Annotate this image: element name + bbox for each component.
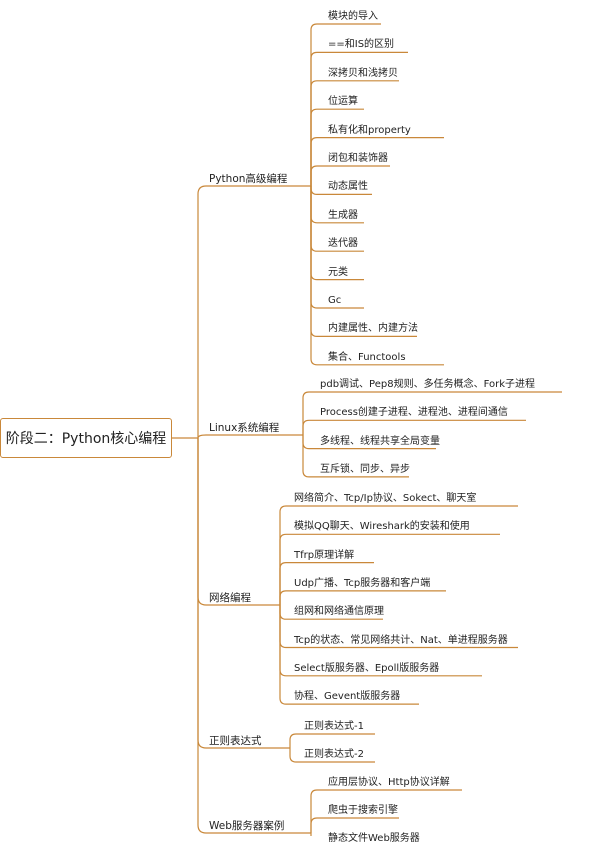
- leaf-label-2-7: 协程、Gevent版服务器: [294, 691, 401, 703]
- leaf-label-2-1: 模拟QQ聊天、Wireshark的安装和使用: [294, 521, 470, 533]
- leaf-label-3-0: 正则表达式-1: [304, 721, 364, 732]
- leaf-connector-4-0: [310, 789, 462, 833]
- leaf-connector-0-11: [310, 186, 417, 337]
- branch-label-0: Python高级编程: [209, 173, 288, 185]
- leaf-connector-0-4: [310, 137, 444, 186]
- leaf-connector-0-1: [310, 51, 408, 186]
- leaf-label-3-1: 正则表达式-2: [304, 749, 364, 760]
- root-node: 阶段二：Python核心编程: [0, 418, 172, 458]
- branch-connector-1: [197, 434, 281, 439]
- leaf-connector-2-0: [279, 505, 518, 605]
- leaf-connector-0-0: [310, 23, 381, 186]
- leaf-label-2-5: Tcp的状态、常见网络共计、Nat、单进程服务器: [294, 634, 508, 646]
- branch-connector-2: [197, 438, 255, 606]
- leaf-label-0-6: 动态属性: [328, 181, 368, 193]
- leaf-connector-4-1: [310, 817, 399, 833]
- leaf-label-0-8: 迭代器: [328, 238, 358, 250]
- leaf-connector-0-5: [310, 165, 390, 186]
- leaf-label-4-2: 静态文件Web服务器: [328, 833, 420, 844]
- leaf-label-0-10: Gc: [328, 295, 342, 306]
- leaf-connector-3-0: [289, 733, 375, 748]
- leaf-label-0-2: 深拷贝和浅拷贝: [328, 67, 398, 79]
- root-label: 阶段二：Python核心编程: [5, 431, 167, 447]
- leaf-connector-2-3: [279, 590, 446, 605]
- leaf-label-4-1: 爬虫于搜索引擎: [328, 805, 398, 816]
- leaf-label-0-0: 模块的导入: [328, 11, 378, 22]
- leaf-connector-1-0: [302, 391, 562, 435]
- branch-connector-4: [197, 438, 289, 834]
- leaf-label-0-5: 闭包和装饰器: [328, 153, 388, 164]
- leaf-connector-1-3: [302, 435, 409, 478]
- leaf-label-2-2: Tfrp原理详解: [294, 549, 355, 561]
- leaf-label-0-3: 位运算: [328, 96, 358, 108]
- leaf-label-1-0: pdb调试、Pep8规则、多任务概念、Fork子进程: [320, 379, 535, 390]
- leaf-label-1-1: Process创建子进程、进程池、进程间通信: [320, 407, 508, 419]
- leaf-label-0-7: 生成器: [328, 209, 358, 221]
- leaf-connector-2-7: [279, 605, 419, 705]
- leaf-connector-0-3: [310, 108, 364, 186]
- leaf-label-2-3: Udp广播、Tcp服务器和客户端: [294, 577, 431, 589]
- leaf-label-2-6: Select版服务器、Epoll版服务器: [294, 662, 440, 674]
- leaf-connector-3-1: [289, 748, 375, 763]
- leaf-label-0-1: ==和IS的区别: [328, 39, 395, 51]
- leaf-label-1-3: 互斥锁、同步、异步: [320, 463, 410, 475]
- leaf-label-2-4: 组网和网络通信原理: [294, 606, 384, 618]
- branch-label-4: Web服务器案例: [209, 820, 285, 832]
- branch-label-2: 网络编程: [209, 592, 251, 604]
- leaf-label-0-12: 集合、Functools: [328, 351, 406, 363]
- leaf-label-0-9: 元类: [328, 266, 348, 278]
- leaf-connector-2-1: [279, 533, 500, 605]
- leaf-label-4-0: 应用层协议、Http协议详解: [328, 777, 450, 788]
- leaf-connector-2-2: [279, 562, 374, 605]
- leaf-label-2-0: 网络简介、Tcp/Ip协议、Sokect、聊天室: [294, 493, 477, 504]
- leaf-connector-0-12: [310, 186, 444, 366]
- leaf-label-0-11: 内建属性、内建方法: [328, 323, 418, 335]
- leaf-label-0-4: 私有化和property: [328, 124, 411, 136]
- branch-label-3: 正则表达式: [209, 735, 262, 747]
- leaf-label-1-2: 多线程、线程共享全局变量: [320, 435, 440, 447]
- leaf-connector-1-1: [302, 419, 526, 435]
- branch-label-1: Linux系统编程: [209, 422, 280, 434]
- branch-connector-0: [197, 185, 287, 438]
- leaf-connector-0-2: [310, 80, 399, 186]
